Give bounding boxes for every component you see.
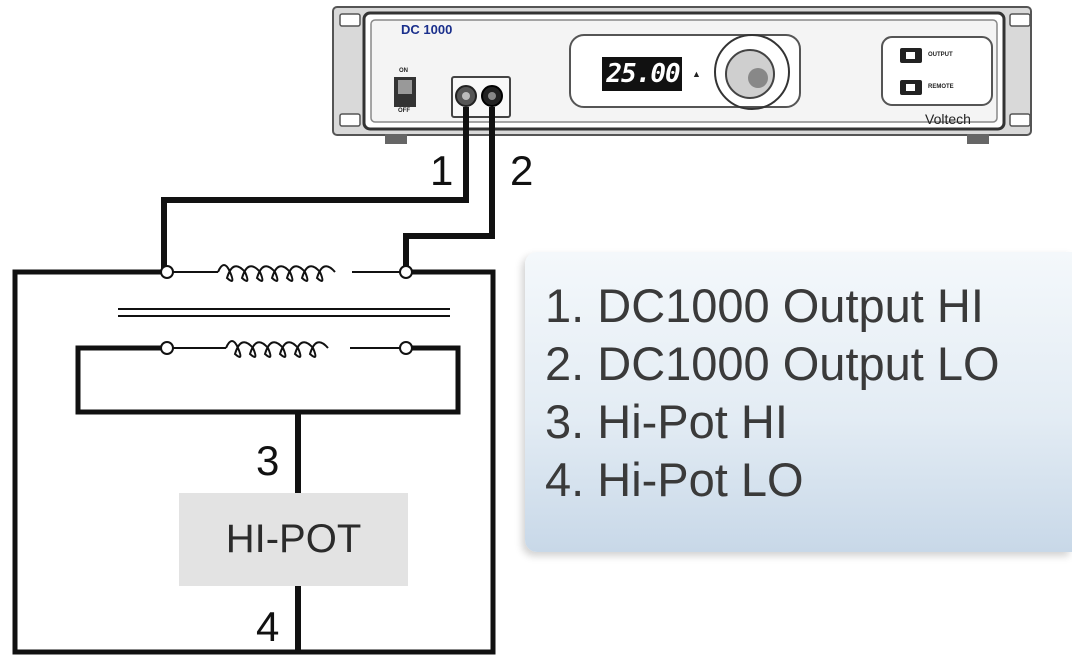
switch-on-label: ON (399, 68, 408, 74)
display-readout: 25.00 (606, 59, 680, 89)
up-arrow-icon: ▲ (692, 69, 701, 79)
rack-slot-bottom-right (1009, 113, 1031, 127)
foot-right (967, 134, 989, 144)
wire-2-lo (403, 107, 495, 269)
foot-left (385, 134, 407, 144)
remote-button-label: REMOTE (928, 84, 954, 90)
rack-slot-top-left (339, 13, 361, 27)
secondary-loop (75, 345, 461, 415)
legend-item-4: 4. Hi-Pot LO (545, 453, 804, 506)
knob-ring (714, 34, 790, 110)
dc1000-instrument (332, 6, 1032, 144)
wire-1-hi (161, 107, 469, 269)
legend-item-2: 2. DC1000 Output LO (545, 337, 1000, 390)
primary-coil (217, 264, 336, 282)
outer-loop (12, 269, 496, 655)
wire-1-label: 1 (430, 147, 454, 194)
power-switch-rocker (398, 80, 412, 94)
legend-item-3: 3. Hi-Pot HI (545, 395, 788, 448)
secondary-terminal-left (160, 341, 174, 355)
legend-item-1: 1. DC1000 Output HI (545, 279, 984, 332)
legend-panel (525, 252, 1072, 552)
wire-2-label: 2 (510, 147, 534, 194)
button-panel (881, 36, 993, 106)
wire-4-label: 4 (256, 603, 280, 650)
manufacturer-logo: Voltech (925, 111, 971, 127)
secondary-terminal-right (399, 341, 413, 355)
model-label: DC 1000 (401, 22, 453, 37)
rack-slot-top-right (1009, 13, 1031, 27)
wiring (12, 107, 496, 655)
wire-3-label: 3 (256, 437, 280, 484)
primary-terminal-right (399, 265, 413, 279)
hipot-box: HI-POT (179, 493, 408, 586)
switch-off-label: OFF (398, 108, 410, 114)
secondary-coil (225, 340, 329, 358)
transformer (118, 264, 450, 358)
led-display (602, 57, 682, 91)
rack-slot-bottom-left (339, 113, 361, 127)
output-button-label: OUTPUT (928, 52, 953, 58)
primary-terminal-left (160, 265, 174, 279)
